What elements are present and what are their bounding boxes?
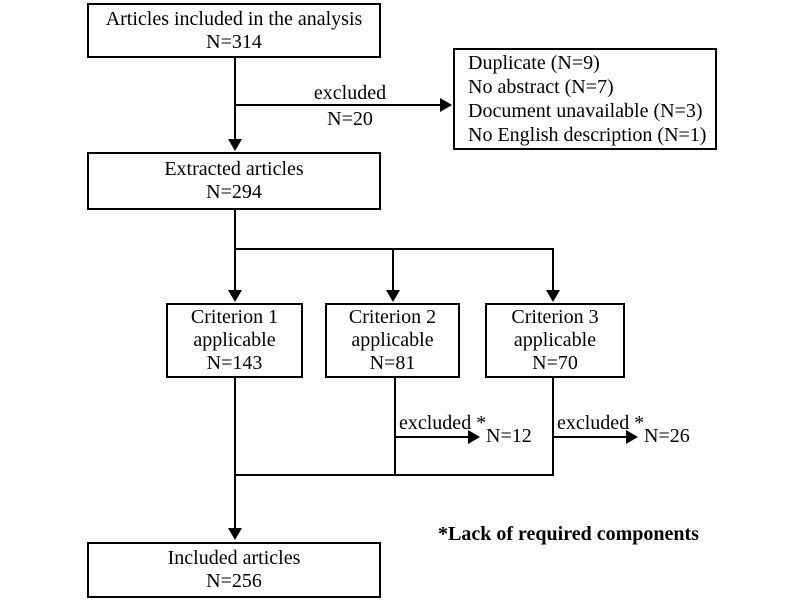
arrow-analysis-to-extracted bbox=[228, 58, 242, 151]
node-criterion3: Criterion 3 applicable N=70 bbox=[485, 303, 625, 378]
node-criterion3-count: N=70 bbox=[532, 352, 578, 374]
arrow-excluded-to-reasons bbox=[235, 98, 452, 112]
node-criterion2-line1: Criterion 2 bbox=[348, 306, 437, 328]
node-criterion1-line2: applicable bbox=[193, 329, 276, 351]
node-articles-analysis: Articles included in the analysis N=314 bbox=[87, 3, 381, 58]
node-included-articles: Included articles N=256 bbox=[87, 542, 381, 598]
edge-label-excluded: excluded bbox=[313, 82, 387, 104]
arrow-excluded-criterion2 bbox=[395, 430, 480, 444]
edge-label-excluded-criterion3-count: N=26 bbox=[644, 425, 690, 447]
node-extracted-articles-count: N=294 bbox=[206, 181, 262, 203]
line-extracted-to-branch bbox=[234, 210, 554, 250]
exclusion-reason-item: No English description (N=1) bbox=[468, 124, 707, 146]
node-criterion3-line1: Criterion 3 bbox=[511, 306, 599, 328]
node-exclusion-reasons: Duplicate (N=9) No abstract (N=7) Docume… bbox=[453, 48, 717, 150]
node-criterion1: Criterion 1 applicable N=143 bbox=[166, 303, 303, 378]
node-criterion2-count: N=81 bbox=[369, 352, 416, 374]
arrow-branch-to-criterion3 bbox=[546, 249, 560, 302]
edge-label-excluded-count: N=20 bbox=[327, 108, 373, 130]
edge-label-excluded-criterion2-count: N=12 bbox=[486, 425, 532, 447]
exclusion-reason-item: Duplicate (N=9) bbox=[468, 52, 600, 74]
arrow-branch-to-criterion2 bbox=[386, 249, 400, 302]
node-extracted-articles-line1: Extracted articles bbox=[164, 158, 304, 180]
node-criterion2: Criterion 2 applicable N=81 bbox=[325, 303, 460, 378]
arrow-merge-to-included bbox=[228, 475, 242, 540]
footnote: *Lack of required components bbox=[438, 523, 699, 545]
node-articles-analysis-line1: Articles included in the analysis bbox=[105, 7, 363, 30]
edge-label-excluded-criterion3: excluded * bbox=[557, 412, 645, 434]
node-criterion1-count: N=143 bbox=[206, 352, 263, 374]
node-extracted-articles: Extracted articles N=294 bbox=[87, 152, 381, 210]
node-criterion2-line2: applicable bbox=[351, 329, 434, 351]
edge-label-excluded-criterion2: excluded * bbox=[399, 412, 487, 434]
node-included-articles-count: N=256 bbox=[206, 570, 262, 592]
node-included-articles-line1: Included articles bbox=[167, 547, 301, 569]
arrow-excluded-criterion3 bbox=[553, 430, 638, 444]
exclusion-reason-item: No abstract (N=7) bbox=[468, 76, 614, 98]
node-criterion3-line2: applicable bbox=[513, 329, 597, 351]
node-criterion1-line1: Criterion 1 bbox=[190, 306, 279, 328]
arrow-branch-to-criterion1 bbox=[228, 249, 242, 302]
exclusion-reason-item: Document unavailable (N=3) bbox=[468, 100, 703, 122]
node-articles-analysis-count: N=314 bbox=[206, 30, 262, 53]
